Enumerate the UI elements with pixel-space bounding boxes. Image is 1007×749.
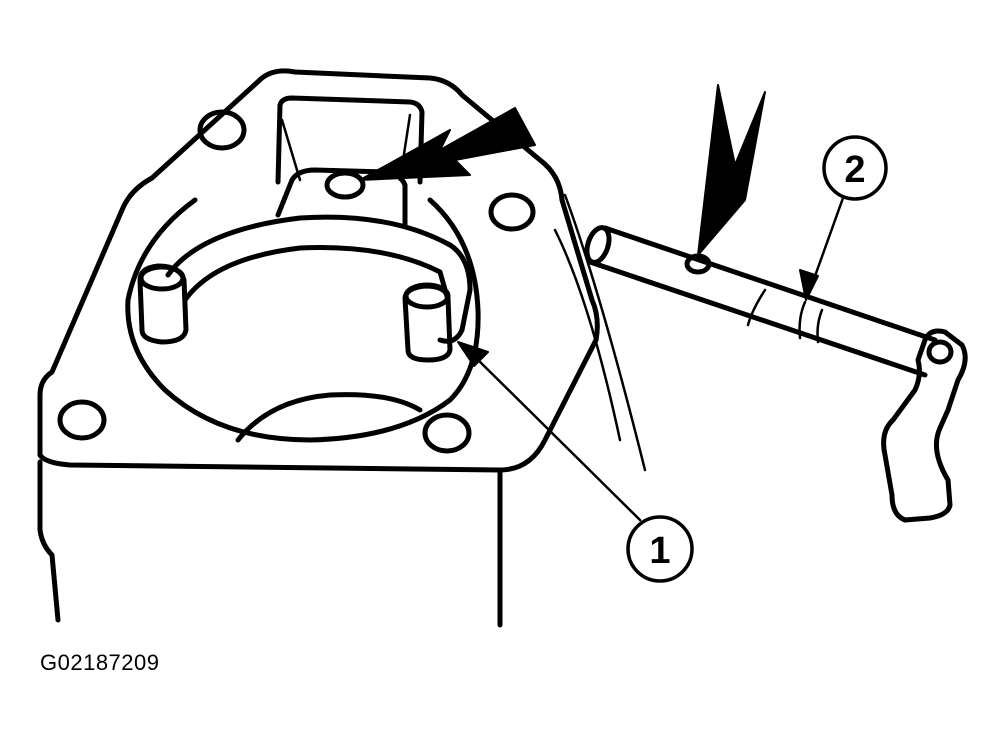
bolt-hole-bottom-right xyxy=(422,412,472,454)
callout-1-circle xyxy=(626,515,694,583)
callout-2-label: 2 xyxy=(844,149,865,191)
indicator-arrow-fork xyxy=(359,107,536,181)
callout-2: 2 xyxy=(822,135,888,201)
housing-top-notch xyxy=(275,95,425,185)
leader-arrowhead-2 xyxy=(799,269,819,301)
housing-side-line xyxy=(563,193,647,472)
arrow-shape-fork xyxy=(359,107,536,181)
indicator-arrow-rail xyxy=(697,84,766,256)
callout-1-label: 1 xyxy=(649,530,670,572)
shift-fork-band xyxy=(165,214,473,344)
shift-fork xyxy=(137,167,473,363)
housing-bore xyxy=(125,197,481,443)
shift-fork-left-pad-top xyxy=(138,264,186,292)
shift-rail xyxy=(584,225,968,523)
housing-body-outline xyxy=(37,459,503,628)
callout-1: 1 xyxy=(626,515,694,583)
housing-inner-edge xyxy=(553,228,622,442)
shift-rail-groove-3 xyxy=(816,308,824,344)
housing-flange-outline xyxy=(37,68,600,473)
callout-2-circle xyxy=(822,135,888,201)
shift-rail-body xyxy=(587,225,938,378)
shift-rail-end xyxy=(584,225,612,265)
housing-bore-inner xyxy=(235,392,423,443)
bolt-hole-top-left xyxy=(197,109,247,151)
shift-fork-pin-hole xyxy=(324,170,366,200)
shift-fork-right-pad xyxy=(402,283,453,363)
bolt-hole-bottom-left xyxy=(57,399,107,441)
shift-fork-right-pad-top xyxy=(403,282,451,310)
shift-fork-left-pad xyxy=(137,263,189,345)
figure-id-label: G02187209 xyxy=(40,650,160,675)
shift-rail-lever-boss xyxy=(926,339,954,365)
housing xyxy=(37,68,647,628)
shift-rail-groove-1 xyxy=(746,288,767,327)
leader-arrowhead-1 xyxy=(457,341,489,367)
shift-rail-lever xyxy=(881,328,968,523)
leader-line-1 xyxy=(468,350,642,522)
arrow-shape-rail xyxy=(697,84,766,256)
shift-rail-groove-2 xyxy=(798,300,807,340)
leader-lines xyxy=(457,196,845,522)
bolt-hole-top-right xyxy=(488,192,536,232)
